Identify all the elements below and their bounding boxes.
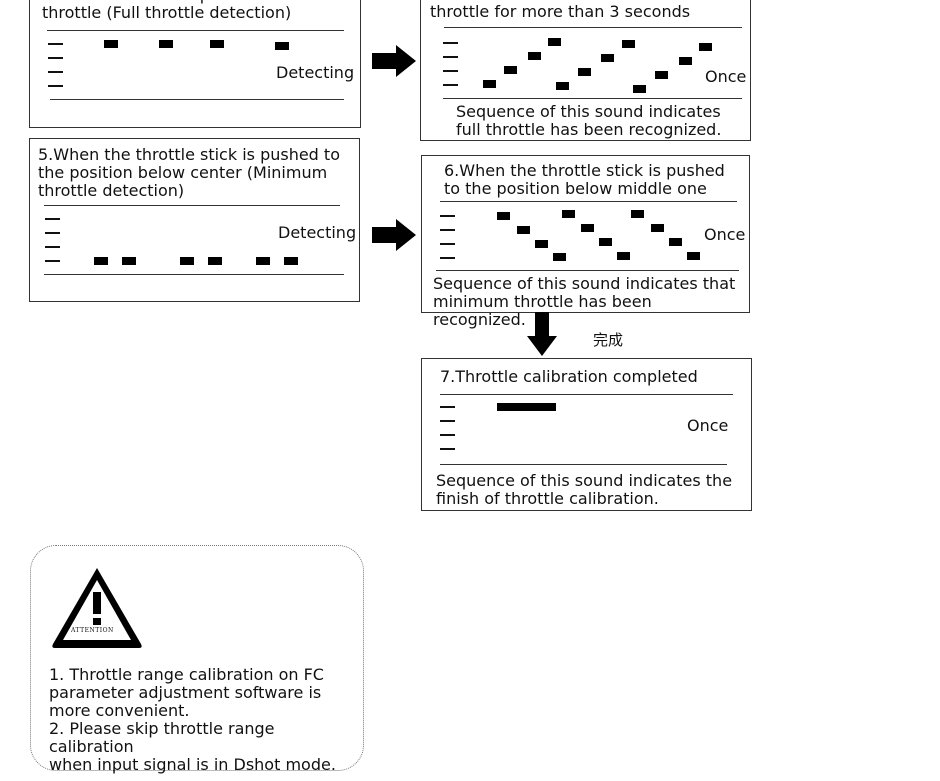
beep-mark xyxy=(617,252,630,260)
staff-tick xyxy=(440,434,455,436)
beep-mark xyxy=(622,40,635,48)
staff-tick xyxy=(48,57,63,59)
beep-mark xyxy=(633,85,646,93)
beep-mark xyxy=(556,82,569,90)
status-once: Once xyxy=(705,67,747,86)
step-4-title: throttle for more than 3 seconds xyxy=(430,2,691,21)
staff-tick xyxy=(48,43,63,45)
staff-top-line xyxy=(440,394,733,395)
beep-mark xyxy=(699,43,712,51)
staff-tick xyxy=(45,218,60,220)
staff-tick xyxy=(440,257,455,259)
attention-icon-label: ATTENTION xyxy=(71,627,114,634)
beep-mark xyxy=(631,210,644,218)
beep-mark xyxy=(517,226,530,234)
beep-mark xyxy=(601,54,614,62)
step-4-panel: throttle for more than 3 seconds Once Se… xyxy=(420,0,751,141)
right-arrow-icon xyxy=(372,45,416,77)
step-7-caption: Sequence of this sound indicates the fin… xyxy=(436,471,733,508)
beep-mark xyxy=(275,42,289,50)
staff-tick xyxy=(45,232,60,234)
beep-mark xyxy=(94,257,108,265)
attention-card: ATTENTION 1. Throttle range calibration … xyxy=(30,545,364,774)
right-arrow-icon xyxy=(372,219,416,251)
completion-label: 完成 xyxy=(593,331,624,349)
beep-mark xyxy=(159,40,173,48)
staff-tick xyxy=(443,84,458,86)
staff-bottom-line xyxy=(440,464,727,465)
beep-mark xyxy=(599,238,612,246)
staff-bottom-line xyxy=(50,99,344,100)
status-detecting: Detecting xyxy=(276,63,355,82)
beep-mark xyxy=(655,71,668,79)
staff-tick xyxy=(440,215,455,217)
staff-top-line xyxy=(440,201,737,202)
staff-tick xyxy=(443,70,458,72)
staff-tick xyxy=(48,71,63,73)
step-6-title: 6.When the throttle stick is pushed to t… xyxy=(444,161,725,198)
staff-bottom-line xyxy=(436,270,739,271)
beep-mark xyxy=(504,66,517,74)
staff-tick xyxy=(443,56,458,58)
beep-mark xyxy=(483,80,496,88)
beep-mark xyxy=(548,38,561,46)
step-3-title: 3.When the stick is pushed over center t… xyxy=(42,0,356,22)
attention-text: 1. Throttle range calibration on FC para… xyxy=(49,665,336,774)
step-5-panel: 5.When the throttle stick is pushed to t… xyxy=(29,138,360,302)
beep-mark xyxy=(284,257,298,265)
step-6-caption: Sequence of this sound indicates that mi… xyxy=(433,274,736,329)
beep-mark xyxy=(497,212,510,220)
beep-mark xyxy=(669,238,682,246)
staff-tick xyxy=(45,260,60,262)
status-once: Once xyxy=(687,416,729,435)
staff-tick xyxy=(45,246,60,248)
staff-tick xyxy=(440,229,455,231)
staff-tick xyxy=(440,406,455,408)
staff-tick xyxy=(440,243,455,245)
staff-top-line xyxy=(444,27,742,28)
status-once: Once xyxy=(704,225,746,244)
status-detecting: Detecting xyxy=(278,223,357,242)
long-beep-mark xyxy=(497,403,556,411)
attention-warning-icon xyxy=(52,568,142,648)
staff-top-line xyxy=(44,205,340,206)
staff-tick xyxy=(440,448,455,450)
beep-mark xyxy=(210,40,224,48)
staff-bottom-line xyxy=(443,98,742,99)
beep-mark xyxy=(535,240,548,248)
beep-mark xyxy=(553,253,566,261)
step-5-title: 5.When the throttle stick is pushed to t… xyxy=(38,145,340,200)
staff-tick xyxy=(48,85,63,87)
beep-mark xyxy=(687,252,700,260)
staff-top-line xyxy=(47,30,344,31)
down-arrow-icon xyxy=(527,312,557,356)
step-7-title: 7.Throttle calibration completed xyxy=(440,367,698,386)
staff-bottom-line xyxy=(44,274,344,275)
beep-mark xyxy=(122,257,136,265)
beep-mark xyxy=(651,224,664,232)
step-6-panel: 6.When the throttle stick is pushed to t… xyxy=(421,155,750,329)
beep-mark xyxy=(104,40,118,48)
staff-tick xyxy=(440,420,455,422)
beep-mark xyxy=(208,257,222,265)
beep-mark xyxy=(528,52,541,60)
beep-mark xyxy=(578,68,591,76)
step-3-panel: 3.When the stick is pushed over center t… xyxy=(29,0,361,128)
beep-mark xyxy=(581,224,594,232)
step-7-panel: 7.Throttle calibration completed Once Se… xyxy=(421,358,752,511)
beep-mark xyxy=(256,257,270,265)
beep-mark xyxy=(180,257,194,265)
staff-tick xyxy=(443,42,458,44)
step-4-caption: Sequence of this sound indicates full th… xyxy=(456,102,722,139)
beep-mark xyxy=(562,210,575,218)
beep-mark xyxy=(679,57,692,65)
